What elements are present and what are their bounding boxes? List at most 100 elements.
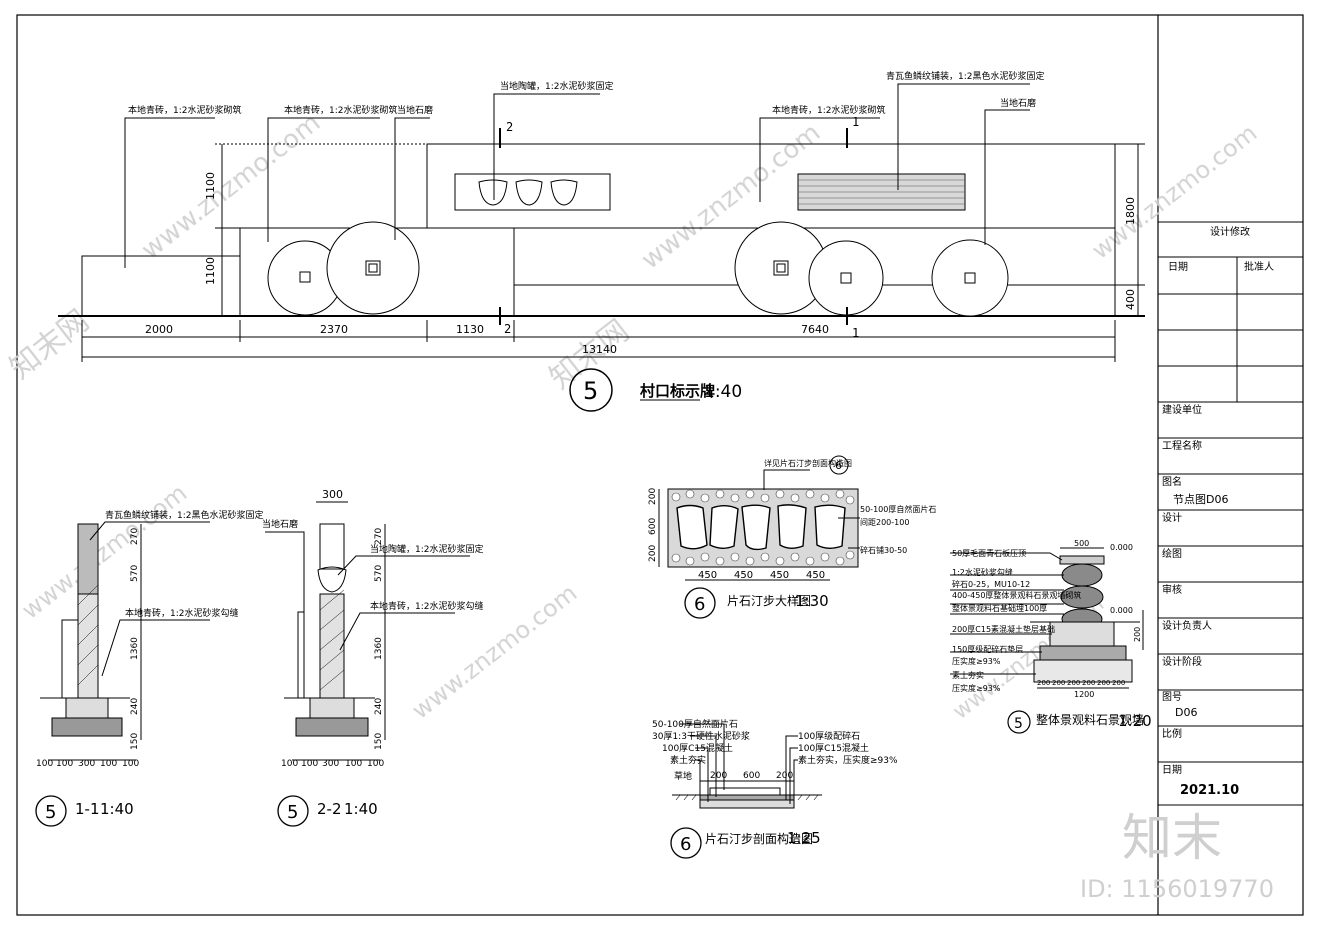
millstone-hole: [964, 272, 976, 284]
detail-index-circle: [569, 368, 613, 412]
dim-text: 270: [374, 528, 384, 545]
dim-text: 240: [374, 698, 384, 715]
tb-date-label: 日期: [1168, 261, 1188, 273]
dim-text: 0.000: [1110, 606, 1133, 615]
tb-review-label: 审核: [1162, 583, 1182, 596]
brick-hatch: [319, 589, 345, 691]
dim-text: 100: [301, 759, 318, 769]
cap-stone: [1059, 555, 1105, 565]
drawing-scale: 1:30: [795, 592, 829, 610]
section-mark: 1: [852, 326, 859, 340]
leader-line: [984, 109, 1030, 245]
dim-text: 450: [734, 570, 753, 581]
soil-hatch: [675, 794, 819, 801]
main-elevation: [58, 83, 1145, 362]
section-title: 1-1: [75, 800, 100, 818]
title-block: [1158, 221, 1303, 806]
detail-index: 5: [1014, 716, 1023, 732]
brand-logo: 知末: [1122, 809, 1222, 867]
main-elevation-labels: 本地青砖，1:2水泥砂浆砌筑 本地青砖，1:2水泥砂浆砌筑 当地石磨 当地陶罐，…: [128, 70, 1137, 412]
label: 碎石铺30-50: [860, 545, 907, 555]
base-gravel: [51, 717, 123, 737]
tb-lead-label: 设计负责人: [1162, 619, 1212, 632]
dim-text: 300: [322, 488, 343, 501]
label: 150厚级配碎石垫层: [952, 644, 1023, 654]
dim-text: 200: [710, 771, 727, 781]
dim-text: 1200: [1074, 690, 1094, 699]
dim-text: 200: [1097, 679, 1110, 687]
detail-index: 5: [583, 377, 598, 405]
drawing-scale: 1:20: [1118, 712, 1152, 730]
base-gravel: [295, 717, 369, 737]
crock-1: [478, 179, 508, 206]
flagstone: [814, 504, 846, 549]
leader-line: [793, 759, 798, 808]
flagstone: [709, 505, 739, 549]
dim-text: 150: [374, 733, 384, 750]
dim-text: 300: [78, 759, 95, 769]
stone-course: [1060, 585, 1104, 609]
detail-index-circle: [684, 587, 716, 619]
label: 素土夯实: [952, 670, 984, 680]
label: 当地石磨: [262, 518, 298, 530]
dim-text: 600: [743, 771, 760, 781]
tb-approver-label: 批准人: [1244, 260, 1274, 273]
leader-line: [695, 759, 701, 806]
dim-text: 200: [1052, 679, 1065, 687]
flagstone-layer: [709, 787, 781, 796]
leader-line: [339, 612, 455, 651]
section-title: 2-2: [317, 800, 342, 818]
leader-line: [789, 747, 798, 804]
dim-text: 270: [130, 528, 140, 545]
label: 压实度≥93%: [952, 656, 1001, 666]
ref-index-circle: [829, 455, 849, 475]
label: 1:2水泥砂浆勾缝: [952, 567, 1013, 577]
drawing-scale: 1:25: [787, 829, 821, 847]
detail-index-circle: [35, 795, 67, 827]
section-scale: 1:40: [100, 800, 134, 818]
detail-index-circle: [670, 827, 702, 859]
dim-text: 600: [648, 518, 658, 535]
detail-index-circle: [277, 795, 309, 827]
detail-index: 5: [45, 802, 56, 823]
dim-text: 200: [1133, 627, 1142, 642]
label-millstone-left: 当地石磨: [397, 104, 433, 116]
watermark-site-4: www.znzmo.com: [16, 479, 192, 625]
dim-text: 100: [56, 759, 73, 769]
tb-drawing-name: 节点图D06: [1173, 493, 1228, 506]
label-tile-pattern: 青瓦鱼鳞纹铺装，1:2黑色水泥砂浆固定: [886, 70, 1045, 82]
tb-design-revision: 设计修改: [1210, 225, 1250, 238]
dim-text: 1800: [1124, 197, 1137, 225]
brick-hatch: [77, 584, 99, 686]
dim-text: 200: [1082, 679, 1095, 687]
tb-design-label: 设计: [1162, 511, 1182, 524]
flagstone: [777, 504, 807, 549]
leader-line: [950, 552, 1063, 561]
leader-line: [680, 723, 725, 790]
millstone-hole: [840, 272, 852, 284]
concrete-base: [1049, 621, 1115, 647]
dim-text: 400: [1124, 289, 1137, 310]
label: 当地陶罐，1:2水泥砂浆固定: [370, 543, 484, 555]
drawing-title: 片石汀步剖面构造图: [705, 831, 813, 846]
leader-line: [759, 117, 880, 202]
dim-text: 2000: [145, 323, 173, 336]
label: 100厚级配碎石: [798, 730, 860, 742]
drawing-title: 整体景观料石景观墙: [1036, 712, 1144, 727]
tb-stage-label: 设计阶段: [1162, 655, 1202, 668]
tb-drafting-label: 绘图: [1162, 547, 1182, 560]
millstone: [931, 239, 1009, 317]
label: 400-450厚整体景观料石景观墙砌筑: [952, 590, 1081, 600]
gravel-base: [1039, 645, 1127, 661]
dim-text: 240: [130, 698, 140, 715]
dim-text-total: 13140: [582, 343, 617, 356]
compacted-soil: [1033, 659, 1133, 683]
millstone: [326, 221, 420, 315]
stepping-stone-section: [672, 723, 822, 809]
dim-text: 100: [36, 759, 53, 769]
crock-shape: [317, 566, 347, 593]
wall-top: [319, 523, 345, 570]
dim-text: 100: [345, 759, 362, 769]
tb-drawing-no: D06: [1175, 706, 1197, 719]
